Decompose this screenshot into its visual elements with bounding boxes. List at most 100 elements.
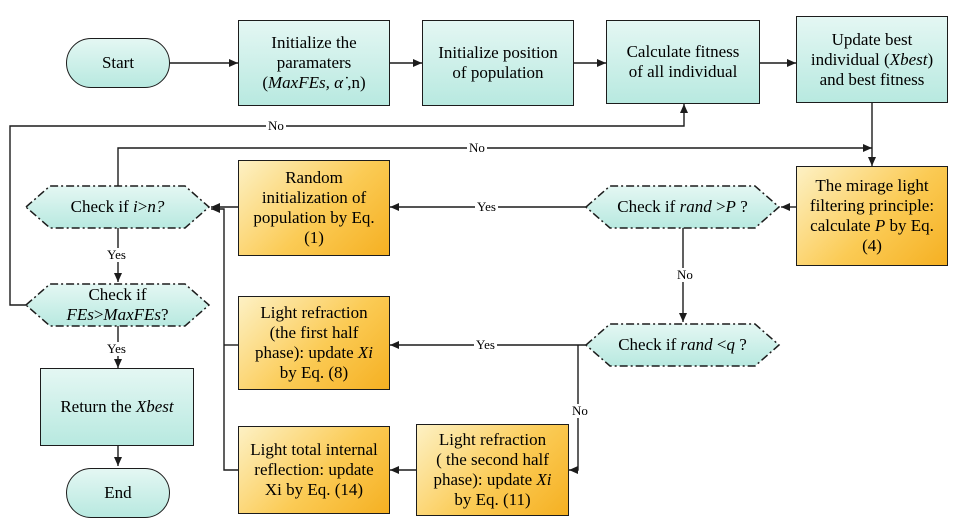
check-rand-p-p: P (725, 197, 736, 216)
mirage-p: P (874, 216, 886, 235)
edge-label-no-rand-q: No (570, 403, 590, 418)
init-params-alpha: α̇ (334, 73, 344, 92)
edge-label-no-second: No (467, 140, 487, 155)
update-best-line2a: individual ( (810, 49, 890, 69)
refr1-line2: (the first half (269, 323, 359, 342)
update-best-box: Update best individual (Xbest) and best … (796, 16, 948, 103)
check-i-n-i: i (133, 197, 138, 216)
check-i-n-n: n? (147, 197, 165, 216)
edge-label-no-rand-p: No (675, 267, 695, 282)
refr1-line3: phase): update Xi (255, 343, 373, 363)
check-rand-p: Check if rand >P ? (586, 186, 779, 228)
init-params-line1: Initialize the (271, 33, 357, 52)
edge-tir-in (211, 205, 238, 471)
check-fes-gt: > (93, 305, 104, 324)
end-terminal: End (66, 468, 170, 518)
mirage-line4: (4) (862, 236, 882, 255)
refr2-line4: by Eq. (11) (454, 490, 531, 509)
random-init-line4: (1) (304, 228, 324, 247)
start-label: Start (101, 53, 135, 72)
check-i-n-gt: > (137, 197, 148, 216)
return-xbest: Xbest (135, 397, 174, 416)
check-i-n: Check if i>n? (26, 186, 209, 228)
init-params-maxfes: MaxFEs, (267, 73, 335, 92)
check-fes-maxfes: MaxFEs (103, 305, 162, 324)
refr2-line2: ( the second half (436, 450, 549, 469)
check-fes-line2: FEs>MaxFEs? (66, 305, 168, 325)
refr2-line3: phase): update Xi (433, 470, 551, 490)
edge-label-yes-fes: Yes (105, 341, 128, 356)
decision-shape-fes (24, 283, 211, 327)
init-position-line1: Initialize position (438, 43, 558, 62)
start-terminal: Start (66, 38, 170, 88)
refr1-line1: Light refraction (260, 303, 368, 322)
update-best-line3: and best fitness (819, 69, 925, 89)
update-best-line2: individual (Xbest) (811, 50, 933, 70)
mirage-line3a: calculate (810, 216, 875, 235)
random-init-box: Random initialization of population by E… (238, 160, 390, 256)
edge-fes-no-loop (9, 104, 688, 306)
return-label: Return the Xbest (60, 397, 173, 417)
refr1-xi: Xi (357, 343, 373, 362)
check-rand-q-label: Check if rand <q ? (618, 335, 747, 355)
init-position-line2: of population (452, 63, 544, 82)
check-rand-q-a: Check if (618, 335, 681, 354)
check-rand-q-q: q (726, 335, 736, 354)
init-position-box: Initialize position of population (422, 20, 574, 106)
update-best-line2c: ) (927, 49, 934, 69)
refraction-first-box: Light refraction (the first half phase):… (238, 296, 390, 390)
total-internal-reflection-box: Light total internal reflection: update … (238, 426, 390, 514)
check-rand-q-lt: < (712, 335, 727, 354)
check-fes-fes: FEs (66, 305, 94, 324)
calc-fitness-line2: of all individual (628, 62, 738, 81)
mirage-line3: calculate P by Eq. (810, 216, 934, 236)
check-fes-q: ? (161, 305, 169, 324)
check-rand-p-label: Check if rand >P ? (617, 197, 747, 217)
decision-shape-rand-q (584, 323, 781, 367)
edge-label-no-top: No (266, 118, 286, 133)
edge-randq-refr2 (569, 345, 579, 474)
refr2-xi: Xi (536, 470, 552, 489)
check-fes: Check if FEs>MaxFEs? (26, 284, 209, 326)
check-rand-q-qm: ? (735, 335, 747, 354)
refr2-line1: Light refraction (438, 430, 547, 449)
check-rand-q-rand: rand (680, 335, 713, 354)
edge-in-no-loop (117, 144, 872, 186)
edge-label-yes-rand-p: Yes (475, 199, 498, 214)
tir-line3: Xi by Eq. (14) (264, 480, 364, 499)
check-rand-p-q: ? (735, 197, 748, 216)
mirage-filter-box: The mirage light filtering principle: ca… (796, 166, 948, 266)
init-params-box: Initialize the paramaters (MaxFEs, α̇ ,n… (238, 20, 390, 106)
edge-label-yes-i-n: Yes (105, 247, 128, 262)
random-init-line1: Random (285, 168, 343, 187)
refr1-line3a: phase): update (254, 343, 358, 362)
random-init-line3: population by Eq. (253, 208, 375, 227)
random-init-line2: initialization of (261, 188, 367, 207)
check-fes-line1: Check if (88, 285, 147, 304)
edge-label-yes-rand-q: Yes (474, 337, 497, 352)
update-best-xbest: Xbest (889, 49, 928, 69)
update-best-line1: Update best (831, 29, 913, 49)
return-label-a: Return the (60, 397, 136, 416)
tir-line2: reflection: update (254, 460, 374, 479)
calc-fitness-line1: Calculate fitness (626, 42, 740, 61)
calc-fitness-box: Calculate fitness of all individual (606, 20, 760, 104)
check-rand-q: Check if rand <q ? (586, 324, 779, 366)
decision-shape-rand-p (584, 185, 781, 229)
init-params-line2: paramaters (276, 53, 352, 72)
decision-shape-i-n (24, 185, 211, 229)
check-rand-p-a: Check if (617, 197, 680, 216)
init-params-n: ,n (343, 73, 361, 92)
end-label: End (104, 483, 132, 502)
init-params-line3: (MaxFEs, α̇ ,n) (262, 73, 366, 92)
refr2-line3a: phase): update (433, 470, 537, 489)
return-xbest-box: Return the Xbest (40, 368, 194, 446)
check-rand-p-rand: rand (679, 197, 712, 216)
check-i-n-label: Check if i>n? (71, 197, 165, 217)
mirage-line1: The mirage light (815, 176, 929, 195)
refr1-line4: by Eq. (8) (279, 363, 349, 382)
tir-line1: Light total internal (250, 440, 378, 459)
mirage-line2: filtering principle: (809, 196, 935, 215)
check-rand-p-gt: > (711, 197, 726, 216)
